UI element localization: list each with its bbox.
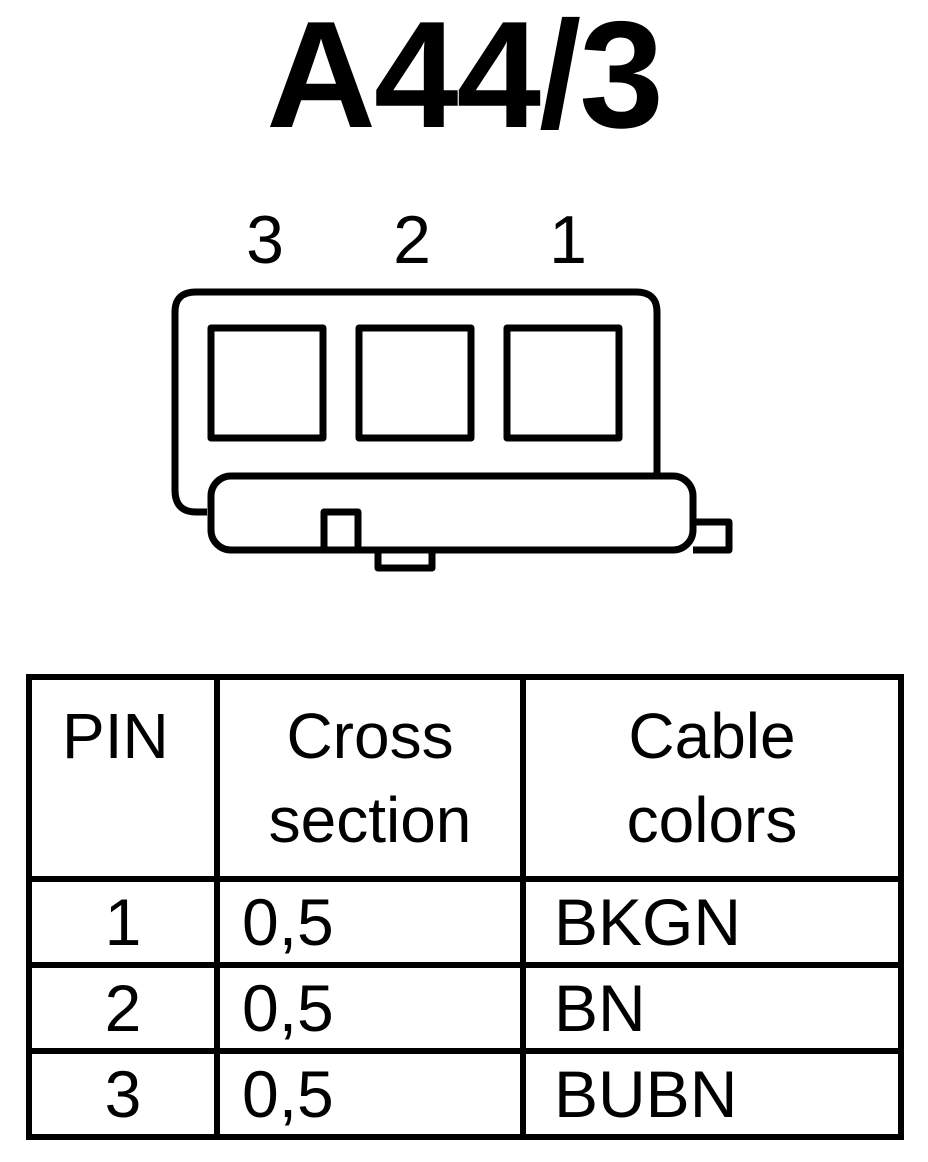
right-latch (693, 518, 733, 554)
cell-cross-section: 0,5 (214, 876, 526, 968)
cell-pin: 3 (26, 1048, 220, 1140)
pin-label-2: 2 (393, 202, 431, 278)
cell-cross-section: 0,5 (214, 962, 526, 1054)
header-cable-colors: Cable colors (520, 674, 904, 882)
table-row: 3 0,5 BUBN (26, 1048, 904, 1140)
pin-label-1: 1 (549, 202, 587, 278)
pin-assignment-table: PIN Cross section Cable colors 1 0,5 BKG… (26, 674, 904, 1140)
header-pin: PIN (26, 674, 220, 882)
cell-cable-color: BKGN (520, 876, 904, 968)
cell-pin: 1 (26, 876, 220, 968)
pin-cavity-1 (503, 324, 623, 442)
table-header-row: PIN Cross section Cable colors (26, 674, 904, 882)
pin-cavity-3 (207, 324, 327, 442)
connector-title: A44/3 (266, 0, 664, 160)
cell-cross-section: 0,5 (214, 1048, 526, 1140)
pin-label-3: 3 (246, 202, 284, 278)
bottom-notch (374, 550, 436, 572)
cell-pin: 2 (26, 962, 220, 1054)
table-row: 1 0,5 BKGN (26, 876, 904, 968)
table-row: 2 0,5 BN (26, 962, 904, 1054)
locking-bar (207, 472, 697, 554)
pin-cavity-2 (355, 324, 475, 442)
cell-cable-color: BUBN (520, 1048, 904, 1140)
connector-drawing (171, 288, 733, 572)
connector-housing (171, 288, 661, 516)
locking-tab (320, 508, 362, 550)
cell-cable-color: BN (520, 962, 904, 1054)
header-cross-section: Cross section (214, 674, 526, 882)
